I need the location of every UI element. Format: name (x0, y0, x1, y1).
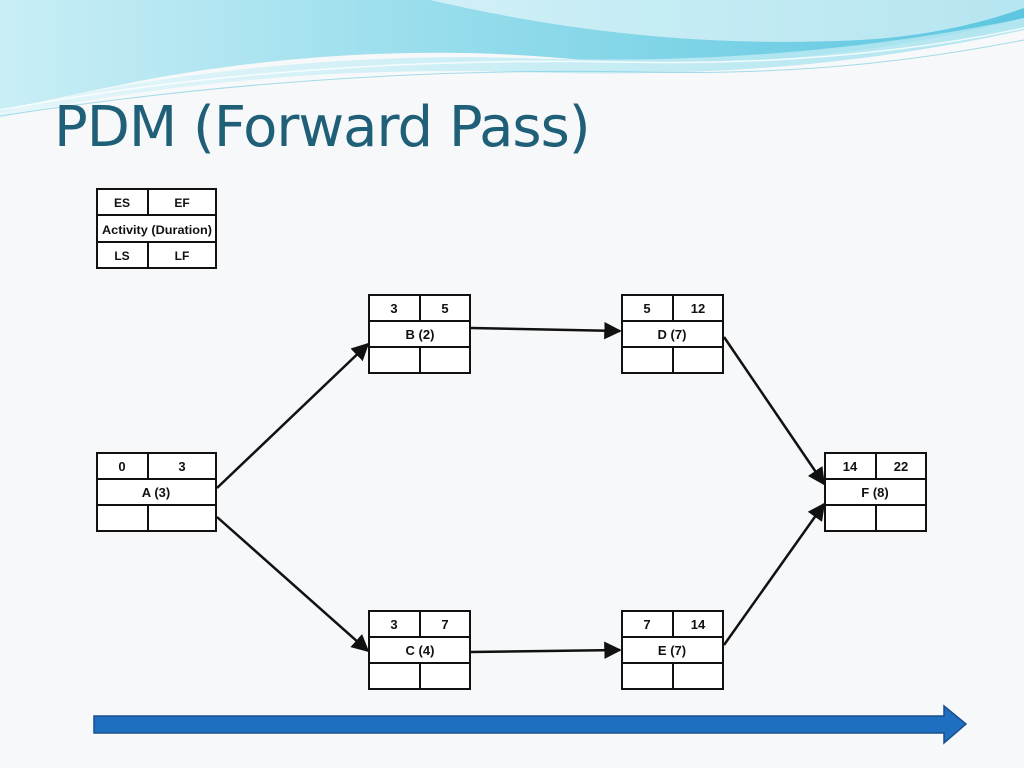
activity-a-label: A (3) (142, 485, 170, 500)
activity-c-ef: 7 (441, 617, 448, 632)
legend-activity-label: Activity (Duration) (102, 223, 212, 237)
activity-box-d: 5 12 D (7) (621, 294, 724, 374)
timeline-arrow (93, 704, 968, 745)
activity-box-f: 14 22 F (8) (824, 452, 927, 532)
activity-a-es: 0 (118, 459, 125, 474)
legend-box: ES EF Activity (Duration) LS LF (96, 188, 217, 269)
activity-d-es: 5 (643, 301, 650, 316)
activity-c-label: C (4) (406, 643, 435, 658)
activity-b-es: 3 (390, 301, 397, 316)
legend-ef-label: EF (174, 196, 189, 210)
activity-d-label: D (7) (658, 327, 687, 342)
activity-b-label: B (2) (406, 327, 435, 342)
arrow-b-to-d (470, 321, 622, 340)
legend-lf-label: LF (175, 249, 190, 263)
activity-a-ef: 3 (178, 459, 185, 474)
activity-box-e: 7 14 E (7) (621, 610, 724, 690)
activity-e-es: 7 (643, 617, 650, 632)
activity-b-ef: 5 (441, 301, 448, 316)
activity-e-ef: 14 (691, 617, 706, 632)
activity-f-label: F (8) (861, 485, 888, 500)
activity-c-es: 3 (390, 617, 397, 632)
activity-box-b: 3 5 B (2) (368, 294, 471, 374)
arrow-e-to-f (722, 502, 826, 646)
arrow-c-to-e (470, 641, 622, 659)
activity-box-a: 0 3 A (3) (96, 452, 217, 532)
legend-ls-label: LS (114, 249, 129, 263)
slide-title: PDM (Forward Pass) (54, 95, 591, 160)
header-wave-decoration (0, 0, 1024, 118)
activity-box-c: 3 7 C (4) (368, 610, 471, 690)
arrow-a-to-b (216, 342, 370, 489)
legend-es-label: ES (114, 196, 130, 210)
arrow-d-to-f (722, 336, 826, 486)
activity-e-label: E (7) (658, 643, 686, 658)
activity-d-ef: 12 (691, 301, 705, 316)
activity-f-es: 14 (843, 459, 858, 474)
activity-f-ef: 22 (894, 459, 908, 474)
arrow-a-to-c (216, 516, 370, 653)
